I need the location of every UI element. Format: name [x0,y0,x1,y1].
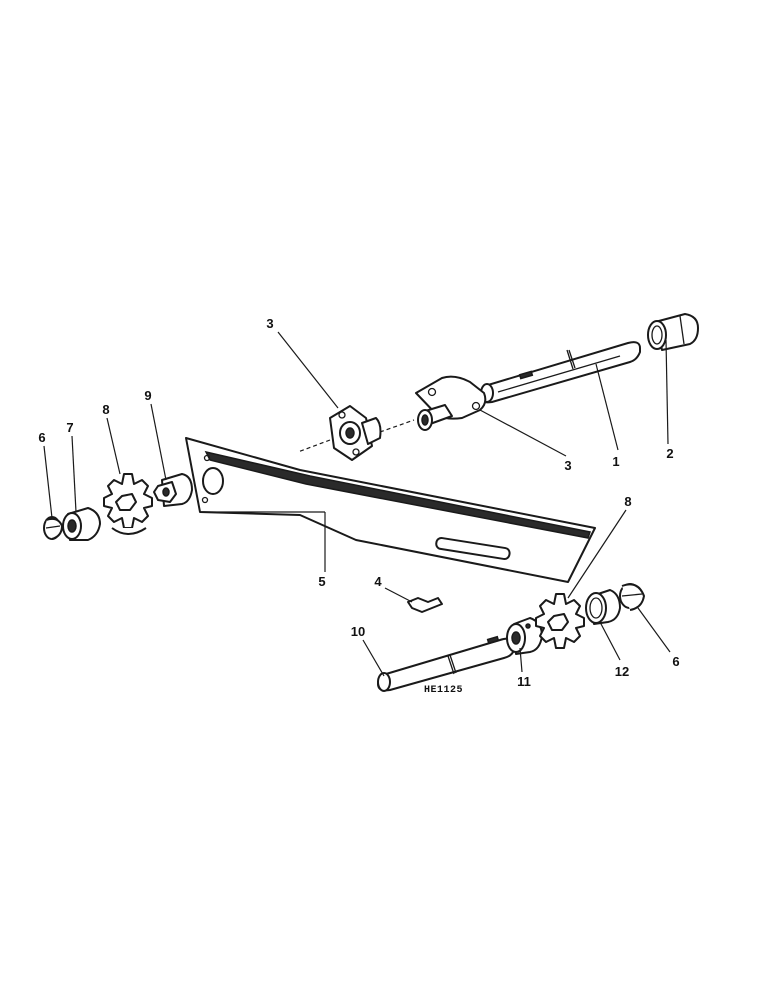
key-spacer [407,597,443,613]
callout-6-right: 6 [672,654,679,669]
drawing-code: HE1125 [424,685,463,696]
lock-collar-right [619,583,645,611]
callout-6-left: 6 [38,430,45,445]
hex-bearing-left [153,473,193,507]
callout-5: 5 [318,574,325,589]
lock-collar-left [43,516,63,540]
bearing-flange-left [329,405,382,461]
upper-shaft [479,341,641,404]
callout-7: 7 [66,420,73,435]
sprocket-left [103,473,153,535]
callout-8-left: 8 [102,402,109,417]
callout-3-left: 3 [266,316,273,331]
frame-channel [185,437,596,583]
callout-12: 12 [615,664,629,679]
callout-4: 4 [374,574,382,589]
callout-8-right: 8 [624,494,631,509]
collar-lower [506,617,543,655]
alignment-lines [297,419,415,453]
callout-labels: 1 2 3 3 4 5 6 6 7 8 8 9 10 11 12 [38,316,679,689]
bearing-right [585,589,621,625]
callout-2: 2 [666,446,673,461]
callout-3-right: 3 [564,458,571,473]
sprocket-right [535,593,585,649]
coupling-sleeve [647,313,699,351]
lower-shaft [377,635,515,692]
callout-10: 10 [351,624,365,639]
leader-lines [43,331,671,677]
callout-11: 11 [517,674,531,689]
bearing-flange-right [415,375,487,431]
callout-1: 1 [612,454,619,469]
callout-9: 9 [144,388,151,403]
bearing-left [62,507,101,541]
